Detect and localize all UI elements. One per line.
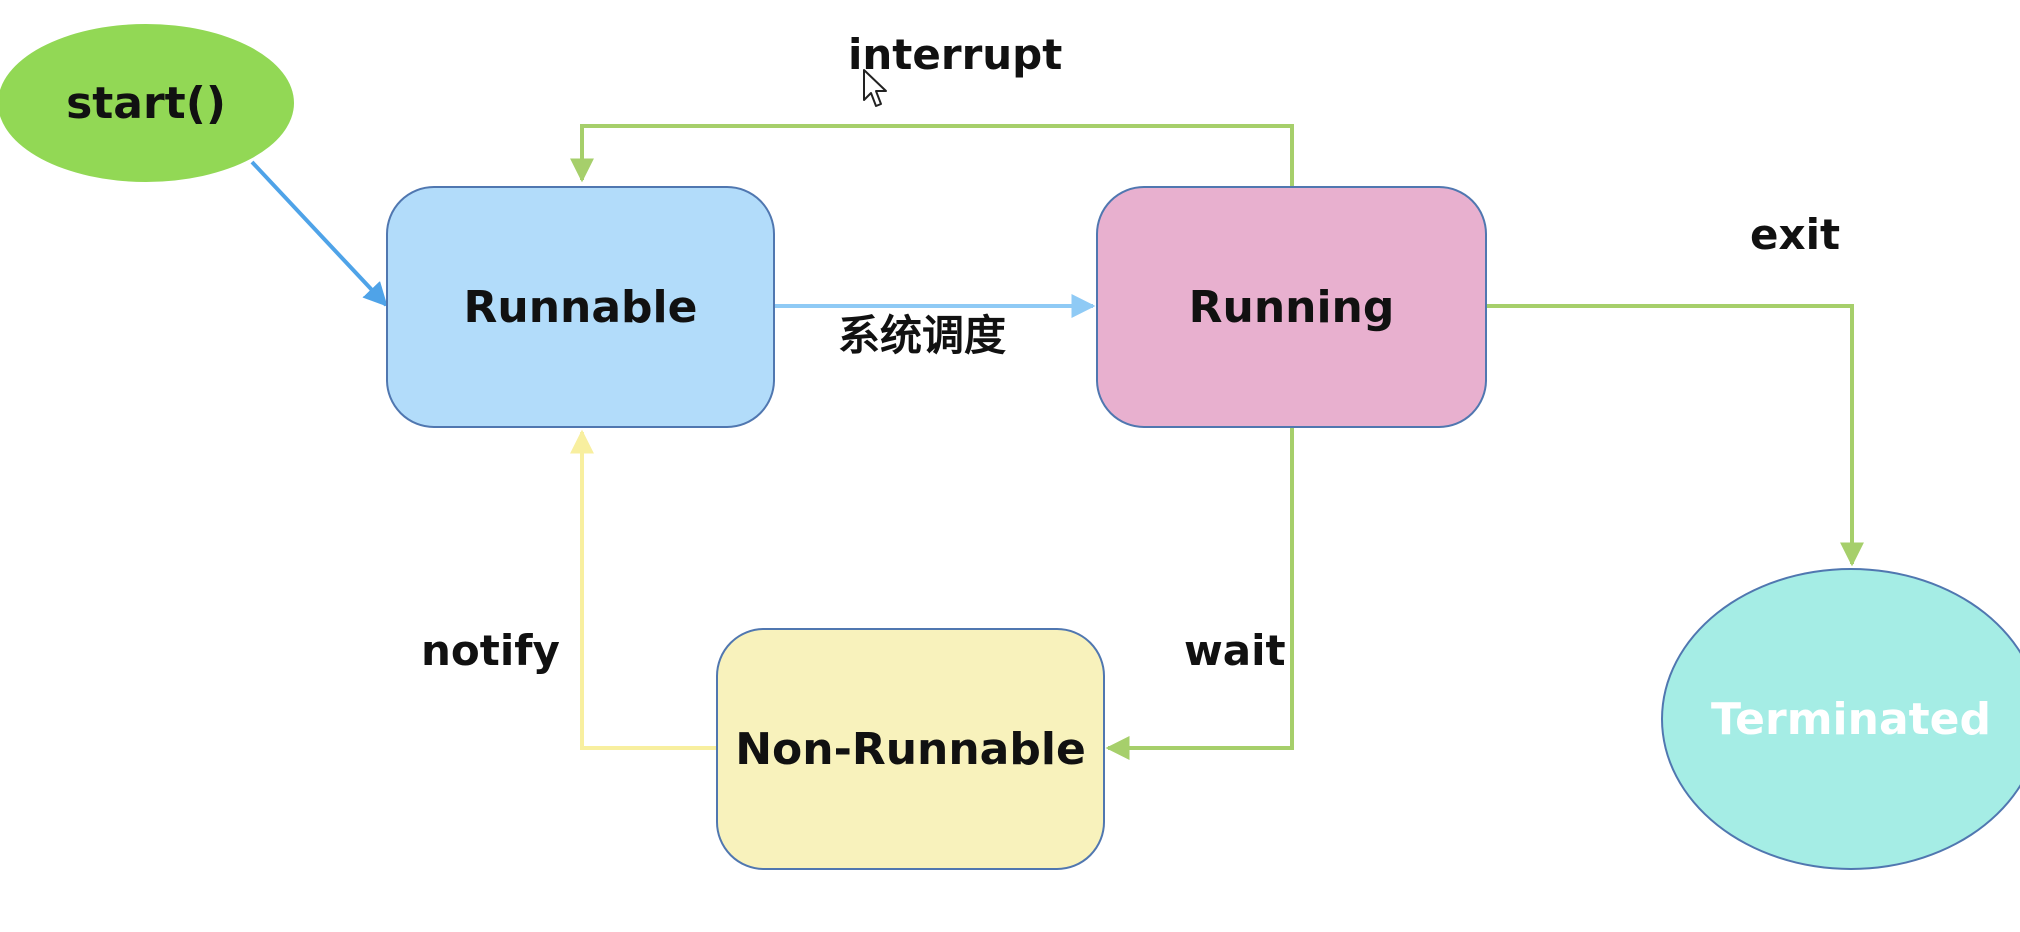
wait-label: wait — [1184, 626, 1286, 675]
edge-non-runnable-to-runnable-notify — [570, 429, 716, 750]
edge-running-to-terminated-exit — [1487, 304, 1864, 567]
running-state-label: Running — [1188, 281, 1395, 333]
notify-label: notify — [421, 626, 560, 675]
interrupt-label: interrupt — [848, 30, 1063, 79]
mouse-cursor-icon — [863, 69, 887, 107]
start-node-label: start() — [66, 77, 226, 129]
start-node: start() — [0, 24, 294, 182]
schedule-label: 系统调度 — [838, 311, 1007, 360]
runnable-state: Runnable — [386, 186, 775, 428]
exit-label: exit — [1750, 210, 1841, 259]
non-runnable-state-label: Non-Runnable — [735, 723, 1086, 775]
runnable-state-label: Runnable — [463, 281, 698, 333]
edge-start-to-runnable — [250, 160, 388, 307]
edge-running-to-runnable-interrupt — [570, 124, 1294, 186]
running-state: Running — [1096, 186, 1487, 428]
terminated-node-label: Terminated — [1710, 693, 1992, 745]
edge-running-to-non-runnable-wait — [1105, 428, 1294, 760]
non-runnable-state: Non-Runnable — [716, 628, 1105, 870]
terminated-node: Terminated — [1661, 568, 2020, 870]
